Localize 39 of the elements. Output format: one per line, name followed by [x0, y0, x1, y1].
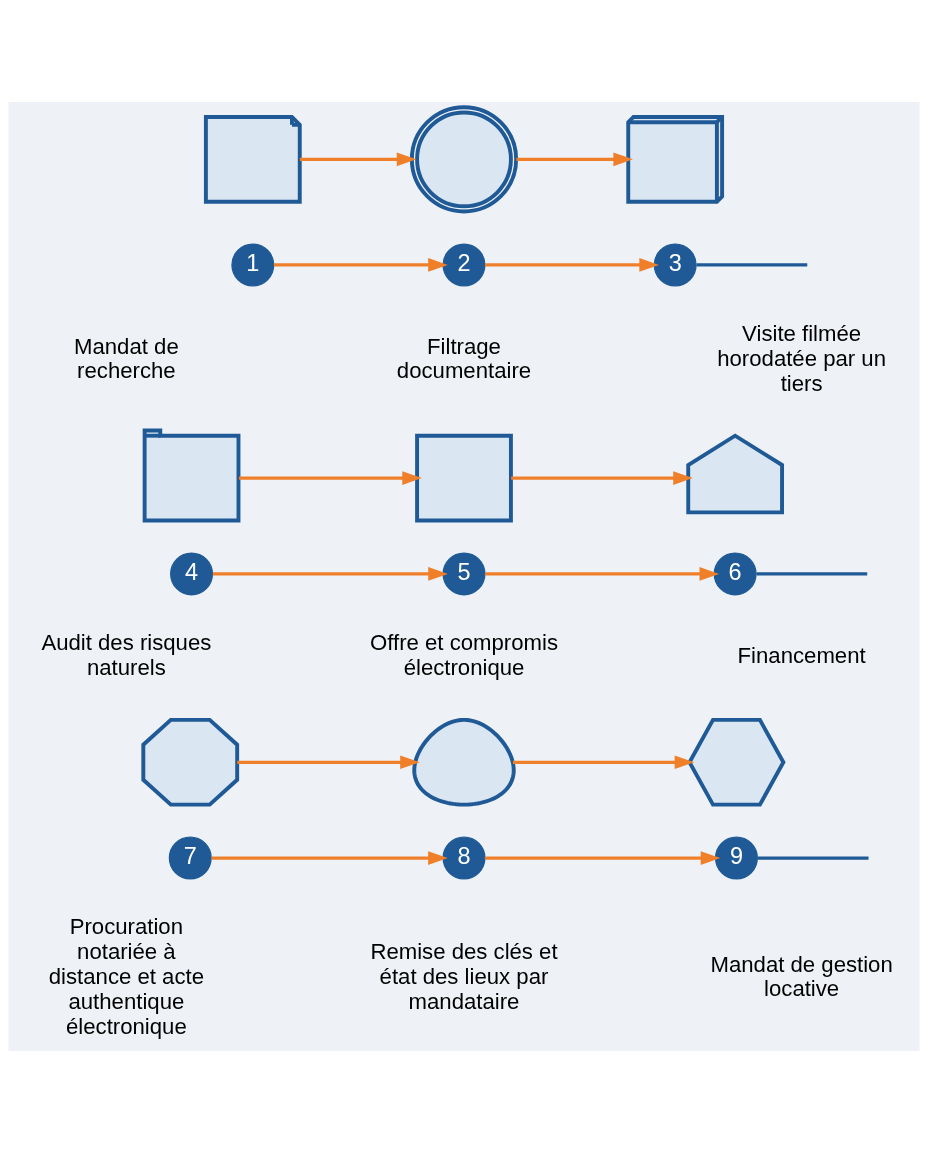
node-label: Offre et compromis électronique: [370, 629, 558, 680]
arrow: [299, 152, 417, 166]
arrow: [485, 850, 721, 865]
node-label: Financement: [737, 642, 866, 668]
node-circle: 2: [442, 242, 486, 286]
node-label: Mandat de recherche: [74, 333, 179, 383]
connector: [696, 262, 808, 267]
node-keys: [412, 717, 516, 807]
node-label: Audit des risques naturels: [41, 629, 212, 680]
node-seal: [141, 717, 240, 807]
node-label: Filtrage documentaire: [396, 333, 532, 383]
node-bank: [686, 432, 785, 514]
arrow: [511, 470, 693, 485]
arrow: [512, 754, 695, 769]
node-circle: 5: [442, 551, 486, 595]
node-circle: 9: [714, 836, 758, 880]
arrow: [485, 257, 659, 272]
node-circle: 8: [442, 836, 486, 880]
node-circle: 1: [231, 242, 275, 286]
arrow: [273, 257, 448, 272]
node-circle: 4: [170, 551, 214, 595]
arrow: [237, 754, 420, 769]
connector: [757, 855, 869, 860]
arrow: [211, 850, 448, 865]
node-label: Visite filmée horodatée par un tiers: [717, 320, 887, 396]
arrow: [238, 470, 422, 485]
arrow: [516, 152, 633, 166]
node-circle: 6: [713, 551, 757, 595]
node-magnifier: [409, 104, 519, 213]
arrow: [485, 566, 720, 581]
node-label: Mandat de gestion locative: [710, 951, 893, 1001]
node-tablet: [415, 433, 513, 522]
node-label: Remise des clés et état des lieux par mandataire: [370, 938, 558, 1014]
node-label: Procuration notariée à distance et acte authentique électronique: [48, 913, 204, 1039]
node-circle: 7: [168, 836, 212, 880]
node-handshake: [687, 717, 786, 807]
node-circle: 3: [653, 242, 697, 286]
arrow: [212, 566, 448, 581]
connector: [756, 571, 868, 575]
